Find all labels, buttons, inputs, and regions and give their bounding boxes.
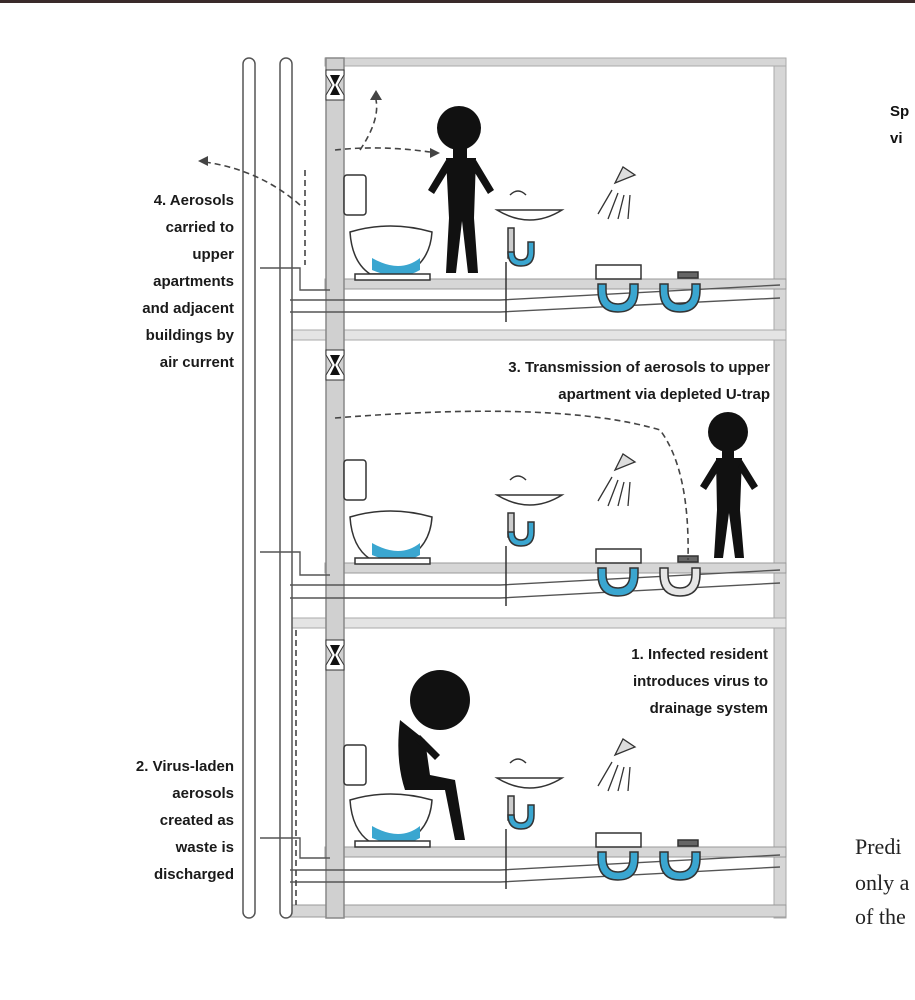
label-step2-line: waste is [175, 839, 234, 856]
label-step4: 4. Aerosols carried to upper apartments … [100, 187, 234, 376]
label-step1: 1. Infected resident introduces virus to… [555, 641, 768, 722]
branch-top-slope [290, 284, 781, 301]
soil-stack [325, 57, 345, 919]
label-step1-line: introduces virus to [632, 673, 768, 690]
air-admittance-valves [325, 69, 345, 671]
toilet-bot [343, 744, 433, 848]
label-step3: 3. Transmission of aerosols to upper apa… [400, 354, 770, 408]
person-top [428, 106, 494, 273]
cropped-caption-line-3: of the [855, 904, 906, 929]
toilet-bot-water [372, 826, 420, 844]
toilet-mid [343, 459, 433, 565]
right-wall [773, 57, 787, 919]
aerosol-paths [204, 99, 689, 905]
label-step3-line: apartment via depleted U-trap [558, 386, 770, 403]
toilet-mid-water [372, 543, 420, 561]
label-step4-line: and adjacent [142, 300, 234, 317]
label-step4-line: apartments [153, 273, 234, 290]
arrow-heads [198, 90, 440, 166]
vent-pipe-outer [242, 57, 256, 919]
floor-slabs [289, 278, 787, 918]
aerosol-path-out [204, 161, 301, 206]
person-seated [398, 670, 470, 840]
floor-slab-bottom [324, 846, 787, 858]
ceiling-slab-2 [289, 329, 787, 341]
cropped-side-text-2: vi [890, 130, 903, 147]
u-trap-mid-1 [597, 567, 639, 597]
vent-pipes [242, 57, 293, 919]
cropped-caption-line-1: Predi [855, 834, 902, 859]
floor-traps [595, 264, 701, 881]
toilet-top-water [372, 258, 420, 276]
branch-bot-slope [290, 854, 781, 871]
branch-mid-left [260, 551, 330, 576]
label-step1-line: 1. Infected resident [631, 646, 768, 663]
aerosol-path-top [334, 147, 431, 153]
vent-pipe-inner [279, 57, 293, 919]
label-step2-line: created as [159, 812, 234, 829]
label-step1-line: drainage system [649, 700, 768, 717]
branch-mid-slope [290, 569, 781, 586]
sink-top [494, 190, 565, 322]
u-trap-top-2 [659, 283, 701, 313]
shower-top [597, 166, 637, 220]
label-step2-line: discharged [153, 866, 234, 883]
u-trap-top-1 [597, 283, 639, 313]
label-step4-line: upper [192, 246, 234, 263]
shower-bot [597, 738, 637, 792]
valve-bot [330, 645, 340, 665]
label-step4-line: air current [159, 354, 234, 371]
valve-top [330, 75, 340, 95]
u-trap-bot-1 [597, 851, 639, 881]
person-mid [700, 412, 758, 558]
shower-mid [597, 453, 637, 507]
ceiling [324, 57, 787, 67]
toilet-top [343, 174, 433, 281]
label-step3-line: 3. Transmission of aerosols to upper [508, 359, 770, 376]
floor-slab-middle [324, 562, 787, 574]
label-step4-line: buildings by [145, 327, 234, 344]
floor-slab-top [324, 278, 787, 290]
branch-top-left [260, 267, 330, 291]
u-trap-mid-2-depleted [659, 567, 701, 597]
valve-mid [330, 355, 340, 375]
stack-pipe [325, 57, 345, 919]
ground-slab [289, 904, 787, 918]
label-step4-line: carried to [165, 219, 234, 236]
ceiling-slab-3 [289, 617, 787, 629]
label-step2-line: 2. Virus-laden [135, 758, 234, 775]
top-border [0, 0, 915, 3]
sink-mid [494, 475, 565, 606]
branch-bot-left [260, 837, 330, 859]
cropped-side-text-1: Sp [890, 103, 910, 120]
sink-bot [494, 758, 565, 889]
u-trap-bot-2 [659, 851, 701, 881]
cropped-caption-line-2: only a [855, 870, 910, 895]
label-step2-line: aerosols [172, 785, 234, 802]
label-step4-line: 4. Aerosols [153, 192, 234, 209]
aerosol-path-up [359, 99, 378, 151]
label-step2: 2. Virus-laden aerosols created as waste… [80, 753, 234, 888]
